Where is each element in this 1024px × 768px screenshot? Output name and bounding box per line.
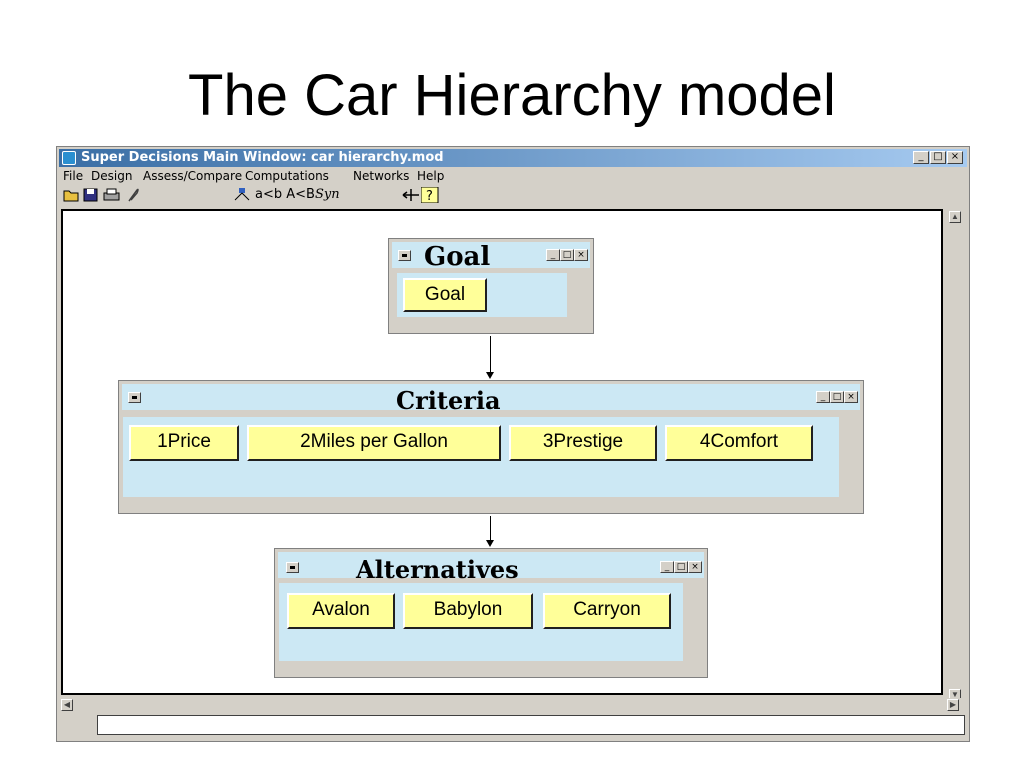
scroll-up-icon[interactable]: ▲ bbox=[949, 211, 961, 223]
arrow-criteria-alternatives bbox=[486, 540, 494, 547]
cluster-criteria-body: 1Price 2Miles per Gallon 3Prestige 4Comf… bbox=[123, 417, 839, 497]
cluster-menu-icon[interactable] bbox=[286, 562, 299, 573]
menu-networks[interactable]: Networks bbox=[353, 169, 410, 183]
cluster-alternatives-hscroll[interactable] bbox=[279, 663, 683, 675]
app-icon bbox=[62, 151, 76, 165]
cluster-criteria[interactable]: Criteria _ □ × 1Price 2Miles per Gallon … bbox=[118, 380, 864, 514]
cluster-alternatives-vscroll[interactable] bbox=[685, 583, 699, 661]
cluster-alternatives-body: Avalon Babylon Carryon bbox=[279, 583, 683, 661]
scroll-left-icon[interactable]: ◀ bbox=[61, 699, 73, 711]
link-criteria-alternatives bbox=[490, 516, 491, 542]
cluster-goal[interactable]: Goal _ □ × Goal bbox=[388, 238, 594, 334]
node-miles-per-gallon[interactable]: 2Miles per Gallon bbox=[247, 425, 501, 461]
node-carryon[interactable]: Carryon bbox=[543, 593, 671, 629]
scroll-right-icon[interactable]: ▶ bbox=[947, 699, 959, 711]
cluster-close-button[interactable]: × bbox=[844, 391, 858, 403]
maximize-button[interactable]: □ bbox=[930, 151, 946, 164]
node-avalon[interactable]: Avalon bbox=[287, 593, 395, 629]
folder-open-icon[interactable] bbox=[63, 187, 81, 203]
window-title: Super Decisions Main Window: car hierarc… bbox=[81, 150, 444, 165]
cluster-criteria-vscroll[interactable] bbox=[841, 417, 855, 497]
cluster-maximize-button[interactable]: □ bbox=[830, 391, 844, 403]
arrow-goal-criteria bbox=[486, 372, 494, 379]
cluster-close-button[interactable]: × bbox=[574, 249, 588, 261]
cluster-goal-vscroll[interactable] bbox=[567, 273, 581, 317]
svg-text:?: ? bbox=[426, 189, 433, 203]
status-bar bbox=[97, 715, 965, 735]
slide-title: The Car Hierarchy model bbox=[188, 63, 836, 128]
help-question-icon[interactable]: ? bbox=[421, 187, 439, 203]
cluster-minimize-button[interactable]: _ bbox=[660, 561, 674, 573]
cluster-criteria-header[interactable]: Criteria _ □ × bbox=[122, 384, 860, 415]
cluster-goal-body: Goal bbox=[397, 273, 569, 317]
crosshair-icon[interactable] bbox=[401, 187, 421, 203]
save-disk-icon[interactable] bbox=[83, 187, 99, 203]
node-goal[interactable]: Goal bbox=[403, 278, 487, 312]
printer-icon[interactable] bbox=[103, 187, 121, 203]
paperclip-icon[interactable] bbox=[125, 187, 141, 203]
synthesize-button[interactable]: Syn bbox=[315, 187, 340, 202]
menu-help[interactable]: Help bbox=[417, 169, 445, 183]
toolbar: a<b A<B Syn ? bbox=[59, 185, 967, 205]
cluster-maximize-button[interactable]: □ bbox=[560, 249, 574, 261]
node-babylon[interactable]: Babylon bbox=[403, 593, 533, 629]
minimize-button[interactable]: _ bbox=[913, 151, 929, 164]
menu-design[interactable]: Design bbox=[91, 169, 133, 183]
hierarchy-icon[interactable] bbox=[231, 187, 253, 203]
cluster-criteria-hscroll[interactable] bbox=[123, 499, 839, 511]
vertical-scrollbar[interactable]: ▲ ▼ bbox=[946, 209, 964, 703]
menu-assess-compare[interactable]: Assess/Compare bbox=[143, 169, 243, 183]
node-price[interactable]: 1Price bbox=[129, 425, 239, 461]
cluster-minimize-button[interactable]: _ bbox=[816, 391, 830, 403]
menu-file[interactable]: File bbox=[63, 169, 84, 183]
cluster-goal-name: Goal bbox=[424, 242, 491, 272]
node-comfort[interactable]: 4Comfort bbox=[665, 425, 813, 461]
node-prestige[interactable]: 3Prestige bbox=[509, 425, 657, 461]
cluster-goal-hscroll[interactable] bbox=[397, 319, 569, 331]
menu-bar: File Design Assess/Compare Computations … bbox=[59, 168, 967, 184]
cluster-close-button[interactable]: × bbox=[688, 561, 702, 573]
window-titlebar[interactable]: Super Decisions Main Window: car hierarc… bbox=[59, 149, 967, 167]
close-button[interactable]: × bbox=[947, 151, 963, 164]
cluster-goal-header[interactable]: Goal _ □ × bbox=[392, 242, 590, 272]
cluster-menu-icon[interactable] bbox=[398, 250, 411, 261]
menu-computations[interactable]: Computations bbox=[245, 169, 329, 183]
cluster-maximize-button[interactable]: □ bbox=[674, 561, 688, 573]
link-goal-criteria bbox=[490, 336, 491, 374]
cluster-alternatives-header[interactable]: Alternatives _ □ × bbox=[278, 552, 704, 584]
compare-mode[interactable]: a<b A<B bbox=[255, 187, 315, 202]
cluster-alternatives-name: Alternatives bbox=[356, 555, 519, 584]
horizontal-scrollbar[interactable]: ◀ ▶ bbox=[59, 698, 964, 712]
cluster-minimize-button[interactable]: _ bbox=[546, 249, 560, 261]
cluster-alternatives[interactable]: Alternatives _ □ × Avalon Babylon Carryo… bbox=[274, 548, 708, 678]
cluster-criteria-name: Criteria bbox=[396, 386, 501, 415]
cluster-menu-icon[interactable] bbox=[128, 392, 141, 403]
